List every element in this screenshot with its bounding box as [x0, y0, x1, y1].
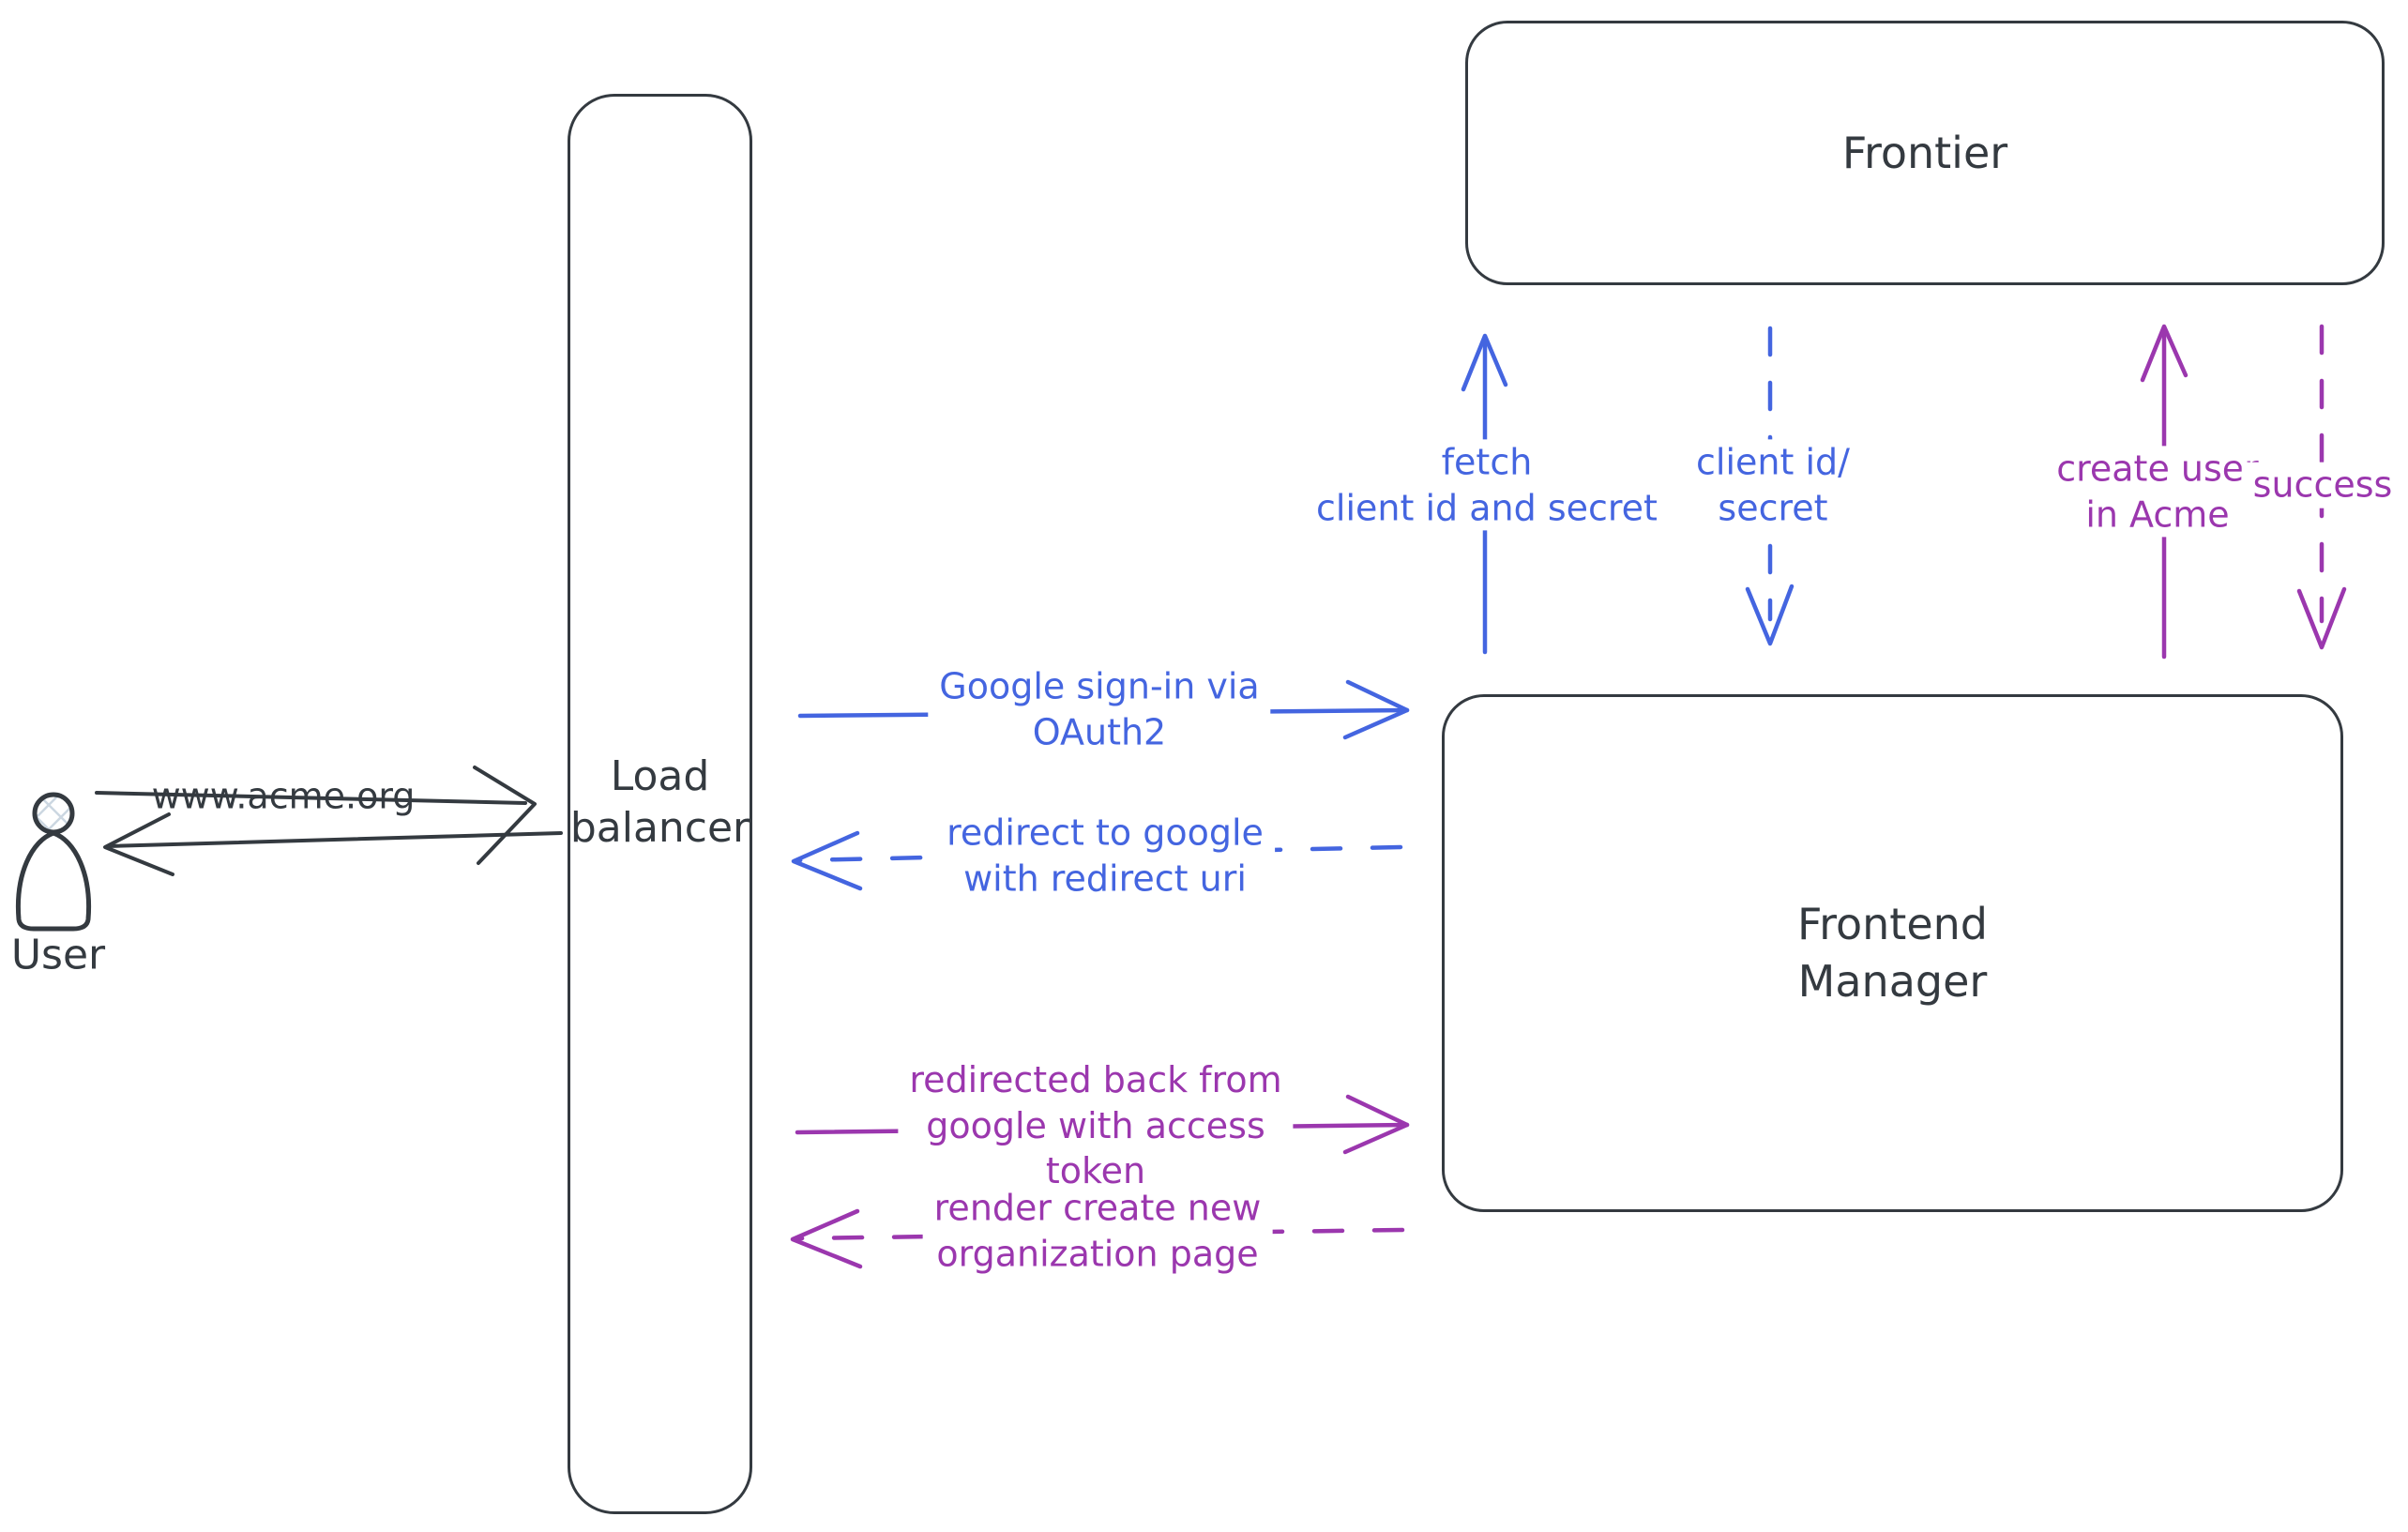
label-redirected-back: redirected back from google with access … — [898, 1057, 1294, 1194]
label-fetch-client-id-line1: fetch — [1441, 441, 1533, 483]
frontend-manager-label-line1: Frontend — [1796, 899, 1988, 950]
label-create-user: create user in Acme — [2045, 446, 2270, 538]
label-render-page: render create new organization page — [922, 1185, 1273, 1277]
frontend-manager-label-line2: Manager — [1797, 956, 1988, 1007]
frontend-manager-label: Frontend Manager — [1797, 896, 1988, 1009]
arrow-response-to-user — [103, 812, 563, 876]
label-fetch-client-id-line2: client id and secret — [1316, 487, 1658, 528]
label-redirect-to-google: redirect to google with redirect uri — [935, 810, 1275, 902]
arrow-client-id-secret — [1745, 326, 1795, 646]
label-redirected-back-line3: token — [1045, 1150, 1146, 1192]
frontier-label: Frontier — [1841, 127, 2008, 178]
label-render-page-line1: render create new — [933, 1187, 1262, 1229]
label-create-user-line1: create user — [2056, 447, 2259, 490]
label-redirected-back-line1: redirected back from — [909, 1059, 1282, 1101]
label-redirect-to-google-line2: with redirect uri — [963, 857, 1247, 899]
label-redirected-back-line2: google with access — [926, 1104, 1265, 1146]
label-create-user-line2: in Acme — [2085, 493, 2230, 535]
label-client-id-secret-line1: client id/ — [1696, 441, 1850, 483]
load-balancer-label-line2: balancer — [569, 804, 750, 852]
load-balancer-label-line1: Load — [610, 752, 710, 800]
label-success: success — [2241, 462, 2404, 508]
user-icon — [15, 792, 92, 932]
label-google-signin: Google sign-in via OAuth2 — [928, 663, 1271, 755]
load-balancer-label: Load balancer — [568, 751, 752, 854]
label-client-id-secret: client id/ secret — [1685, 439, 1861, 531]
frontier-box: Frontier — [1465, 21, 2385, 285]
label-google-signin-line1: Google sign-in via — [939, 665, 1260, 707]
label-google-signin-line2: OAuth2 — [1032, 711, 1167, 752]
frontend-manager-box: Frontend Manager — [1442, 694, 2343, 1212]
label-render-page-line2: organization page — [936, 1233, 1259, 1274]
arrow-success — [2296, 324, 2347, 650]
label-fetch-client-id: fetch client id and secret — [1305, 439, 1669, 531]
user-label: User — [10, 931, 106, 979]
label-www-acme: www.acme.org — [151, 775, 416, 817]
label-client-id-secret-line2: secret — [1718, 487, 1828, 528]
label-redirect-to-google-line1: redirect to google — [947, 812, 1264, 854]
arrow-www-acme — [95, 766, 537, 865]
load-balancer-box — [568, 94, 752, 1514]
